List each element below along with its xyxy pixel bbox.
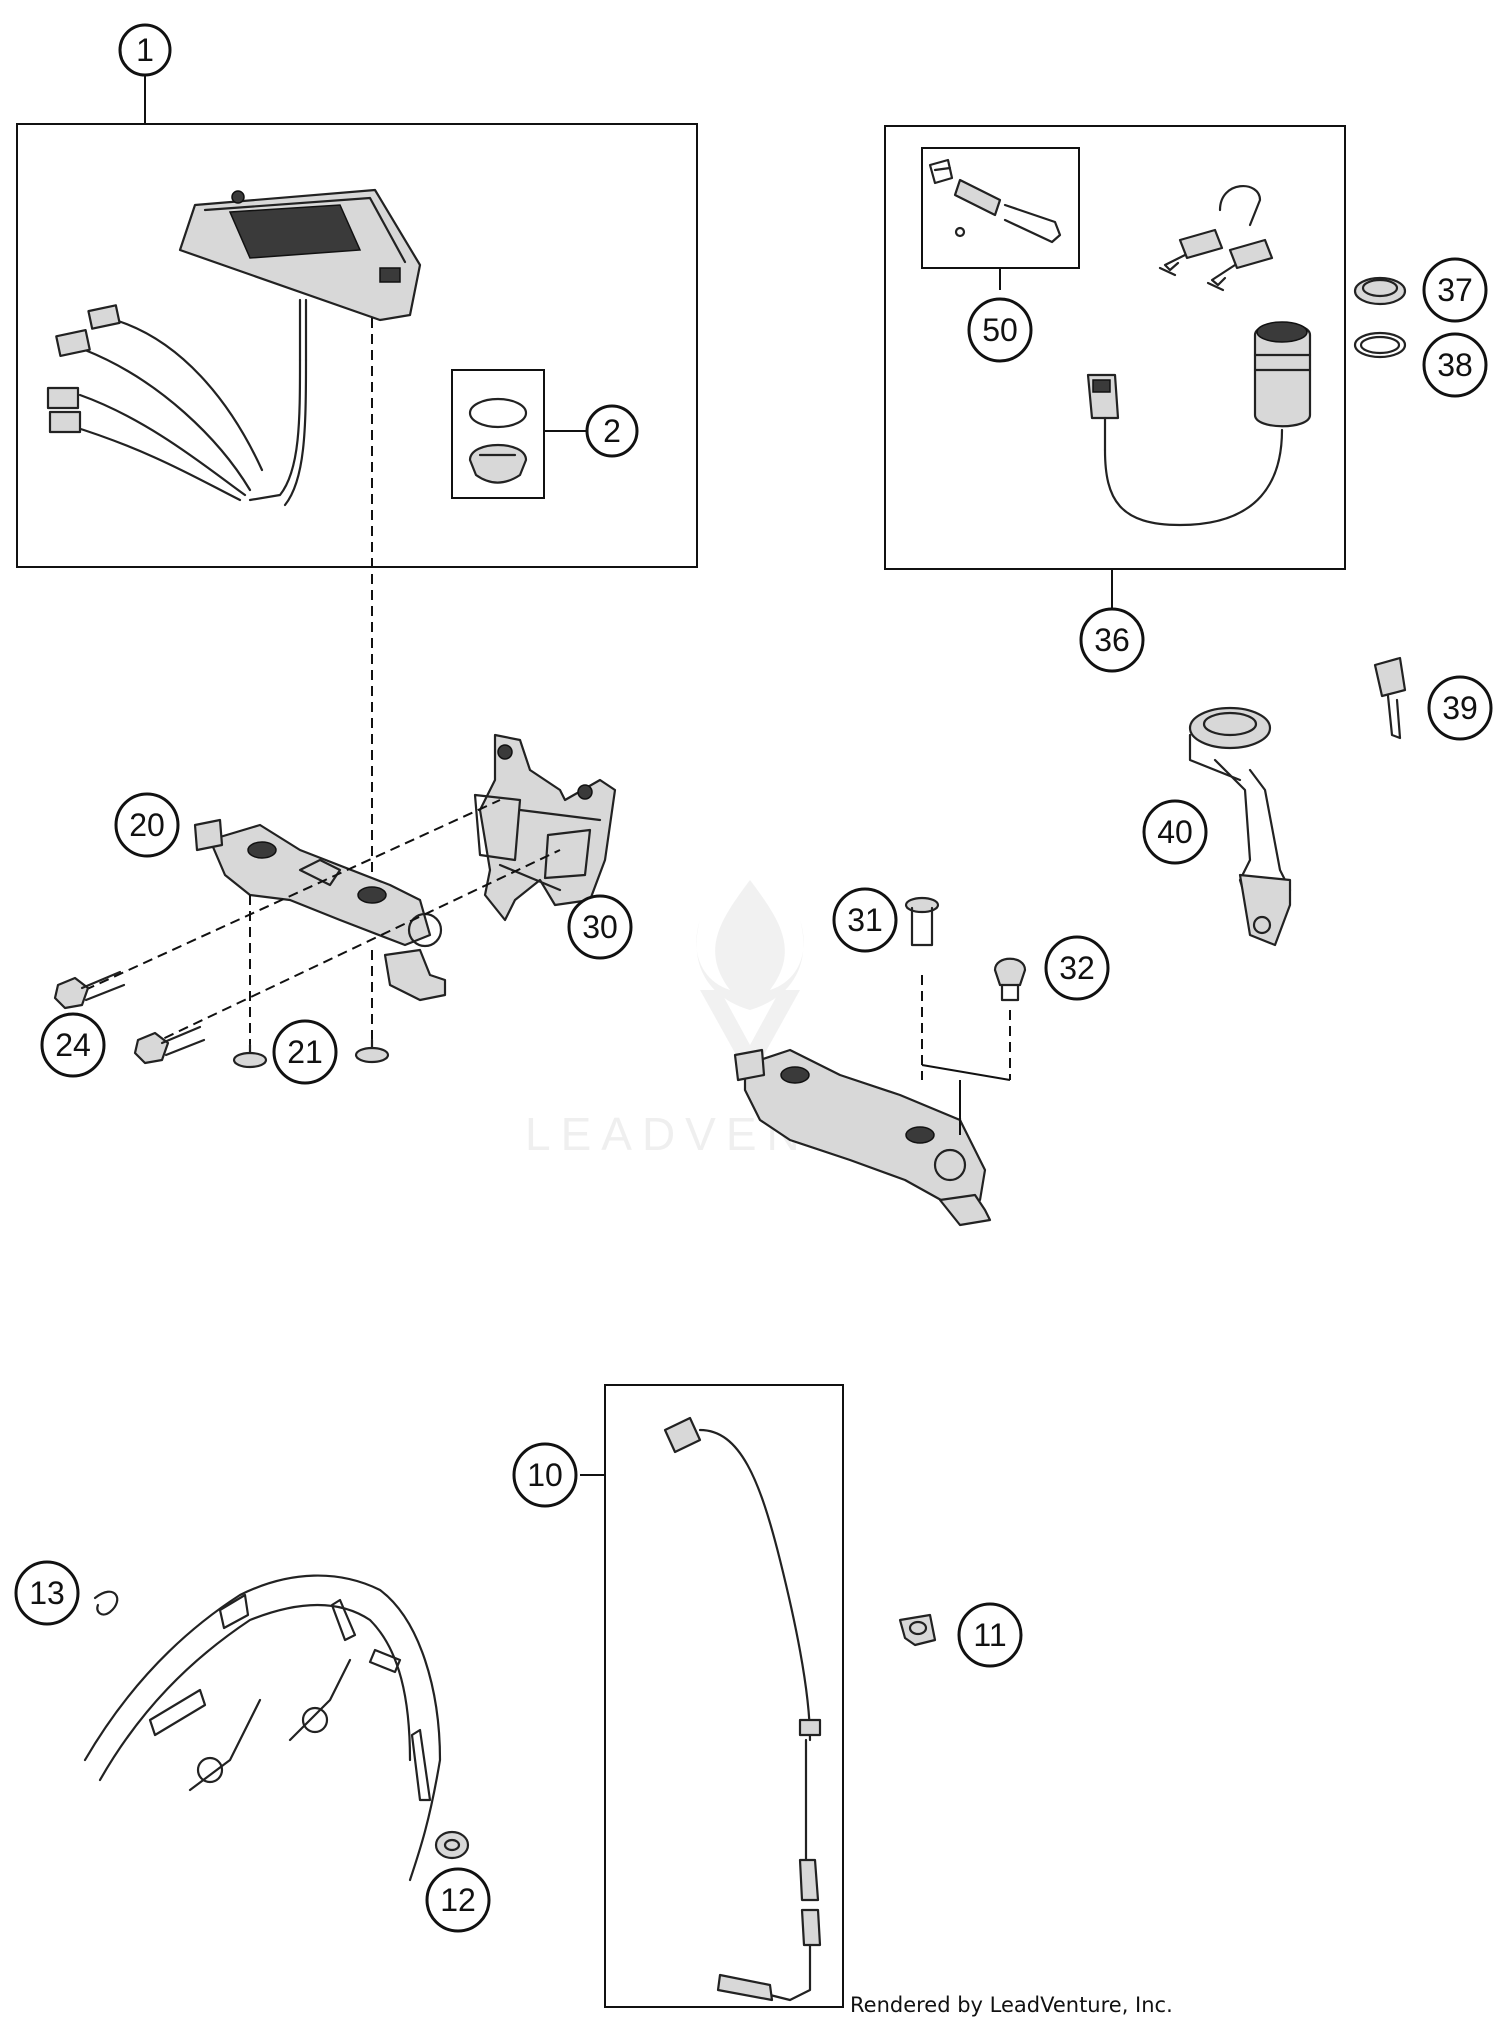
keys-part[interactable] [1158,185,1274,292]
callout-1[interactable]: 1 [118,23,172,77]
callout-39[interactable]: 39 [1427,675,1493,741]
nut-ring-part[interactable] [1353,276,1407,306]
rubber-grommet-part[interactable] [993,957,1027,1002]
callout-2-label: 2 [603,413,621,449]
callout-24-label: 24 [55,1027,91,1063]
callout-36-label: 36 [1094,622,1130,658]
callout-30[interactable]: 30 [567,894,633,960]
handlebar-clamp-bracket-part[interactable] [193,818,447,1002]
bolt-part[interactable] [53,970,206,1065]
callout-2[interactable]: 2 [585,404,639,458]
callout-20[interactable]: 20 [114,792,180,858]
callout-21-label: 21 [287,1034,323,1070]
callout-32[interactable]: 32 [1044,935,1110,1001]
callout-13[interactable]: 13 [14,1560,80,1626]
callout-11-label: 11 [973,1617,1006,1653]
callout-31[interactable]: 31 [832,887,898,953]
callout-12[interactable]: 12 [425,1867,491,1933]
callout-37-label: 37 [1437,272,1473,308]
speed-sensor-cable-part[interactable] [663,1416,822,2002]
callout-11[interactable]: 11 [957,1602,1023,1668]
group-box-50 [921,147,1080,269]
callout-36[interactable]: 36 [1079,607,1145,673]
brake-disc-part[interactable] [83,1574,442,1882]
lock-cylinder-part[interactable] [928,158,1062,244]
callout-20-label: 20 [129,807,165,843]
callout-50-label: 50 [982,312,1018,348]
nut-part[interactable] [434,1830,470,1860]
cable-clip-part[interactable] [898,1613,937,1647]
callout-38-label: 38 [1437,347,1473,383]
circlip-part[interactable] [93,1590,119,1616]
callout-31-label: 31 [847,902,883,938]
dash-bolt-lower [149,849,561,1046]
callout-40-label: 40 [1157,814,1193,850]
callout-38[interactable]: 38 [1422,332,1488,398]
callout-32-label: 32 [1059,950,1095,986]
tripmaster-holder-part[interactable] [473,733,617,922]
alt-clamp-bracket-part[interactable] [733,1048,992,1227]
callout-30-label: 30 [582,909,618,945]
callout-40[interactable]: 40 [1142,799,1208,865]
dash-bumper [921,975,1011,1080]
callout-39-label: 39 [1442,690,1478,726]
callout-10[interactable]: 10 [512,1442,578,1508]
seal-ring-part[interactable] [468,397,528,484]
callout-10-label: 10 [527,1457,563,1493]
callout-37[interactable]: 37 [1422,257,1488,323]
group-box-36 [884,125,1346,570]
washer-ring-part[interactable] [1353,331,1407,359]
group-box-10 [604,1384,844,2008]
assembly-line-alt [921,1064,1011,1081]
key-blank-part[interactable] [1373,656,1407,740]
callout-12-label: 12 [440,1882,476,1918]
ignition-switch-part[interactable] [1086,321,1312,527]
screw-part[interactable] [232,1038,390,1069]
callout-1-label: 1 [136,32,154,68]
dashboard-display-part[interactable] [46,188,422,507]
callout-24[interactable]: 24 [40,1012,106,1078]
part-2-box [451,369,545,499]
lock-holder-bracket-part[interactable] [1188,706,1292,947]
render-credit: Rendered by LeadVenture, Inc. [850,1993,1173,2017]
callout-21[interactable]: 21 [272,1019,338,1085]
callout-13-label: 13 [29,1575,65,1611]
callout-50[interactable]: 50 [967,297,1033,363]
group-box-1 [16,123,698,568]
dash-bolt-upper [84,799,501,991]
rubber-bumper-part[interactable] [904,896,940,947]
